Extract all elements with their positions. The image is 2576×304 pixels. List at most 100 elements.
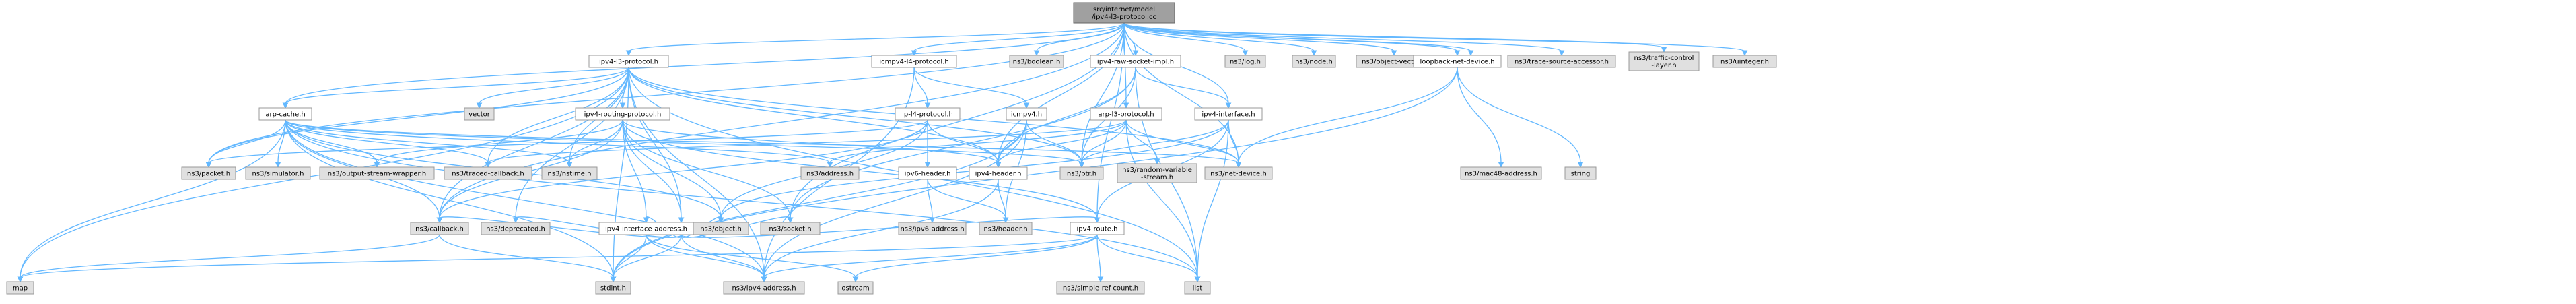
node-stdint: stdint.h [595,281,631,295]
edge-icmpv4_l4-to-ip_l4 [913,67,931,109]
edge-ip_l4-to-v6header [924,120,931,169]
edge-routing-to-ipv4 [622,119,685,224]
edge-root-to-icmpv4_l4 [911,22,1125,57]
node-src: ns3/simple-ref-count.h [1056,281,1145,295]
node-label: map [13,285,28,293]
node-label: ipv4-header.h [975,171,1022,178]
edge-v6header-to-v6addr [927,179,936,224]
node-loopback[interactable]: loopback-net-device.h [1413,55,1502,68]
node-label: ipv4-raw-socket-impl.h [1097,59,1174,66]
edge-ifaddr-to-stdint [610,234,647,283]
edge-root-to-objvec [1123,22,1397,57]
node-route[interactable]: ipv4-route.h [1070,222,1125,235]
node-socket: ns3/socket.h [760,222,821,235]
edge-l3proto_h-to-ipv4 [628,67,685,224]
node-ifaddr[interactable]: ipv4-interface-address.h [598,222,694,235]
edge-root-to-node [1123,22,1317,57]
node-label: icmpv4.h [1011,111,1042,119]
node-v4addr: ns3/ipv4-address.h [723,281,805,295]
node-label: ns3/node.h [1295,59,1333,66]
edge-route-to-v4addr [761,234,1098,283]
edge-ipv4-to-stdint [610,234,682,283]
edge-route-to-map [17,234,1098,283]
edge-l3proto_h-to-arp_cache [282,67,629,109]
node-label: ns3/uinteger.h [1720,59,1769,66]
node-objvec: ns3/object-vector.h [1356,55,1432,68]
node-label: ns3/net-device.h [1210,171,1267,178]
node-icmpv4[interactable]: icmpv4.h [1006,107,1047,121]
node-callback: ns3/callback.h [410,222,469,235]
node-label: ns3/object.h [700,226,742,233]
edge-root-to-loopback [1123,22,1461,57]
node-string: string [1564,166,1597,180]
edge-loopback-to-netdev [1235,67,1458,169]
node-v6addr: ns3/ipv6-address.h [898,222,967,235]
node-label: ipv6-header.h [905,171,951,178]
edge-root-to-boolean [1033,22,1125,57]
nodes: src/internet/model/ipv4-l3-protocol.cc ip… [6,2,1777,295]
node-label: ns3/traffic-control [1634,55,1694,62]
node-root[interactable]: src/internet/model/ipv4-l3-protocol.cc [1073,2,1175,24]
node-ip_l4[interactable]: ip-l4-protocol.h [895,107,961,121]
node-icmpv4_l4[interactable]: icmpv4-l4-protocol.h [871,55,957,68]
node-label: /ipv4-l3-protocol.cc [1092,13,1156,21]
edge-root-to-tsa [1123,22,1565,57]
edge-arp_l3-to-address [827,119,1127,169]
edge-ifaddr-to-v4addr [646,234,767,283]
node-tcl: ns3/traffic-control-layer.h [1628,51,1700,71]
node-label: string [1571,171,1591,178]
node-label: loopback-net-device.h [1420,59,1494,66]
node-label: ipv4-interface.h [1202,111,1255,119]
edge-root-to-netdev [1123,22,1242,169]
node-ostream: ostream [837,281,874,295]
edge-iface-to-ptr [1078,119,1229,169]
edge-callback-to-map [17,234,440,283]
node-vector: vector [464,107,495,121]
node-arp_l3[interactable]: arp-l3-protocol.h [1090,107,1162,121]
node-label: ns3/header.h [983,226,1027,233]
node-l3proto_h[interactable]: ipv4-l3-protocol.h [588,55,669,68]
node-v6header[interactable]: ipv6-header.h [898,166,957,180]
node-label: ns3/ipv6-address.h [900,226,964,233]
edge-routing-to-osw [374,119,623,169]
node-raw_socket[interactable]: ipv4-raw-socket-impl.h [1090,55,1181,68]
node-label: ns3/simple-ref-count.h [1063,285,1138,293]
node-label: ns3/deprecated.h [486,226,545,233]
node-label: ns3/nstime.h [548,171,592,178]
node-uinteger: ns3/uinteger.h [1712,55,1777,68]
edge-icmpv4_l4-to-icmpv4 [913,67,1030,109]
node-label: vector [468,111,491,119]
edge-route-to-ostream [852,234,1098,283]
edge-route-to-src [1096,234,1104,283]
node-label: ipv4-interface-address.h [605,226,687,233]
node-label: ipv4-route.h [1077,226,1118,233]
edge-arp_cache-to-packet [205,119,286,169]
edge-arp_l3-to-v4header [995,119,1127,169]
node-label: ns3/ptr.h [1067,171,1096,178]
node-simulator: ns3/simulator.h [245,166,311,180]
node-label: ns3/simulator.h [252,171,304,178]
node-osw: ns3/output-stream-wrapper.h [319,166,435,180]
node-label: ns3/random-variable [1122,166,1192,174]
edge-root-to-log [1123,22,1249,57]
edge-root-to-route [1094,22,1125,224]
edge-ifaddr-to-ostream [646,234,859,283]
node-label: ns3/output-stream-wrapper.h [328,171,427,178]
edge-ip_l4-to-packet [205,119,928,169]
edge-icmpv4-to-v4header [995,119,1027,169]
node-v4header[interactable]: ipv4-header.h [969,166,1028,180]
node-label: ip-l4-protocol.h [902,111,953,119]
node-label: ipv4-routing-protocol.h [584,111,662,119]
node-mac48: ns3/mac48-address.h [1460,166,1542,180]
node-label: ns3/callback.h [415,226,464,233]
node-routing[interactable]: ipv4-routing-protocol.h [575,107,670,121]
node-arp_cache[interactable]: arp-cache.h [258,107,312,121]
node-label: -layer.h [1651,62,1676,69]
node-label: ns3/address.h [806,171,854,178]
node-map: map [6,281,34,295]
node-label: arp-cache.h [265,111,305,119]
node-label: ostream [841,285,869,293]
node-iface[interactable]: ipv4-interface.h [1194,107,1263,121]
node-label: ns3/ipv4-address.h [732,285,796,293]
